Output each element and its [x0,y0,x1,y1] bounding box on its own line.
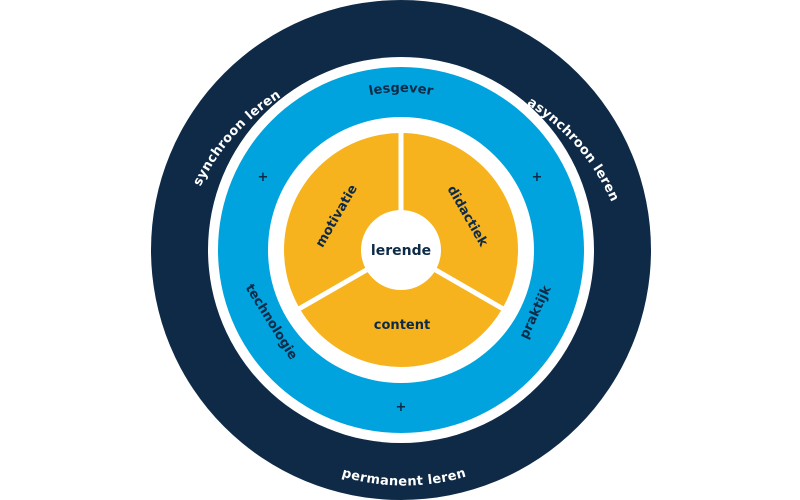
plus-symbol: + [532,170,543,185]
center-label: lerende [371,243,431,259]
center-circle [361,210,441,290]
segment-label-content: content [374,318,430,333]
plus-symbol: + [258,170,269,185]
plus-symbol: + [396,400,407,415]
